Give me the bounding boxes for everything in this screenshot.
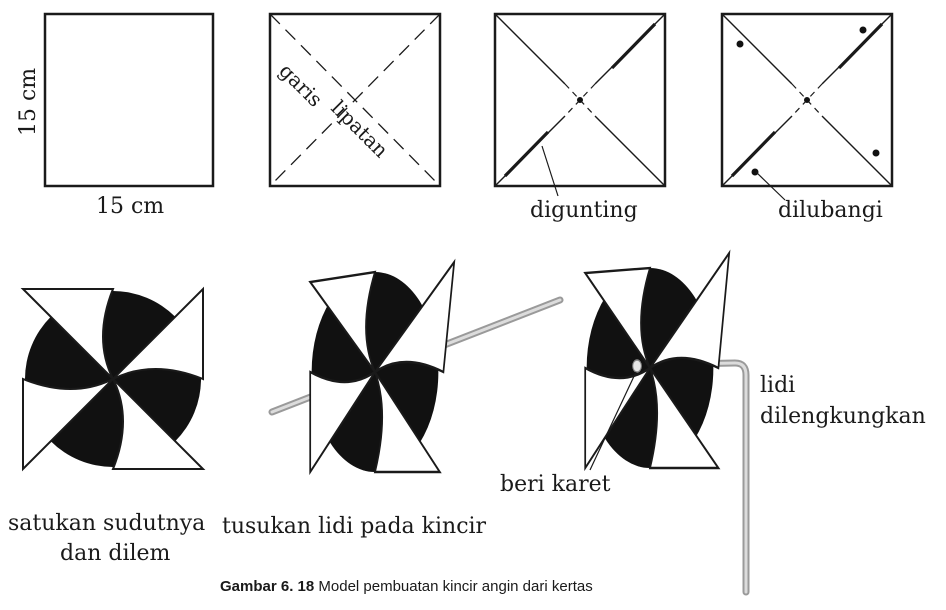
rubber-pointer bbox=[589, 371, 637, 471]
step2-fold-square bbox=[268, 12, 442, 188]
figure-caption: Gambar 6. 18 Model pembuatan kincir angi… bbox=[220, 578, 593, 595]
label-side-horizontal: 15 cm bbox=[96, 194, 165, 219]
caption-text: Model pembuatan kincir angin dari kertas bbox=[314, 578, 593, 595]
label-bend-line1: lidi bbox=[760, 373, 796, 398]
label-join-line2: dan dilem bbox=[60, 541, 171, 566]
label-rubber: beri karet bbox=[500, 472, 611, 497]
label-join-line1: satukan sudutnya bbox=[8, 511, 206, 536]
label-pierce: tusukan lidi pada kincir bbox=[222, 514, 487, 539]
label-bend-line2: dilengkungkan bbox=[760, 404, 926, 429]
hole-pointer bbox=[755, 171, 786, 201]
step4-holed-square bbox=[720, 12, 894, 201]
step3-cut-square bbox=[493, 12, 667, 197]
pinwheel-1 bbox=[20, 286, 206, 472]
label-holes: dilubangi bbox=[778, 198, 883, 223]
cut-pointer bbox=[541, 145, 559, 197]
step1-square bbox=[43, 12, 215, 188]
pinwheel-2 bbox=[268, 258, 564, 476]
caption-label: Gambar 6. 18 bbox=[220, 578, 315, 595]
label-cut: digunting bbox=[530, 198, 638, 223]
pinwheel-3 bbox=[583, 249, 750, 596]
label-side-vertical: 15 cm bbox=[16, 67, 41, 136]
